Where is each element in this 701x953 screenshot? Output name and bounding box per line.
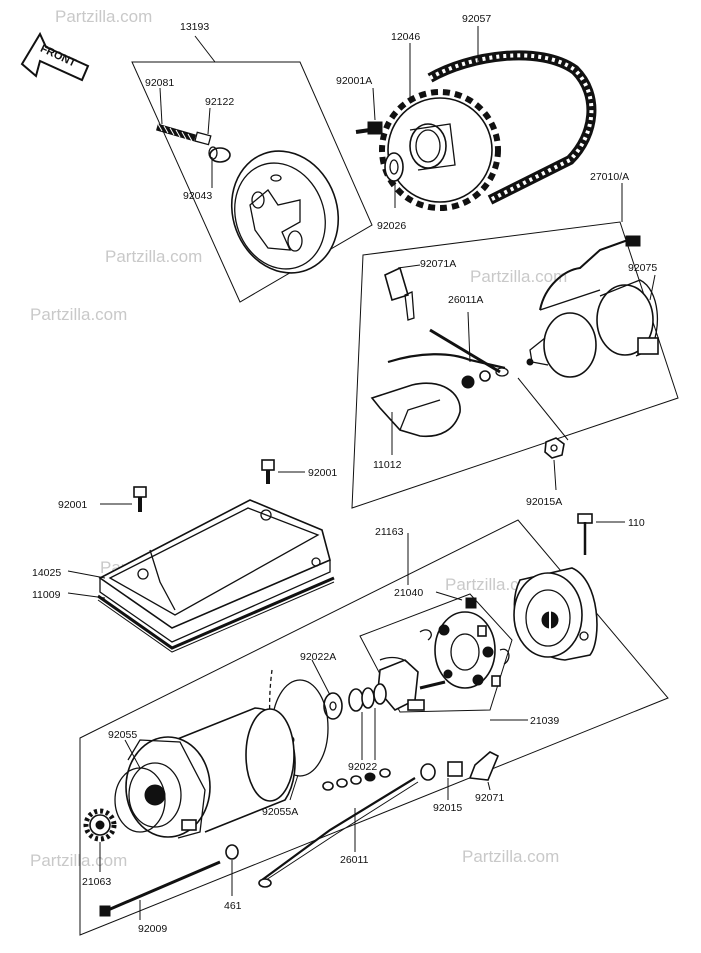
cover-14025: [98, 499, 331, 643]
brush-plate: [419, 597, 510, 689]
label-11012: 11012: [373, 459, 402, 471]
front-arrow-icon: FRONT: [20, 31, 90, 82]
label-92015: 92015: [433, 802, 462, 814]
pinion-gear-21063: [83, 808, 117, 842]
boot-11012: [370, 382, 461, 438]
starter-relay-solenoid: [529, 235, 641, 378]
bolt-92001-left: [100, 486, 147, 512]
relay-panel: [351, 183, 679, 509]
label-26011A: 26011A: [448, 294, 483, 306]
motor-yoke: [125, 707, 296, 839]
label-92081: 92081: [145, 77, 174, 89]
label-21163: 21163: [375, 526, 404, 538]
label-21063: 21063: [82, 876, 111, 888]
watermark-left-2: Partzilla.com: [105, 247, 202, 266]
watermark-bottom-right: Partzilla.com: [462, 847, 559, 866]
label-92022: 92022: [348, 761, 377, 773]
label-92055: 92055: [108, 729, 137, 741]
label-92122: 92122: [205, 96, 234, 108]
label-12046: 12046: [391, 31, 420, 43]
label-110: 110: [628, 517, 645, 529]
watermark-upper-right: Partzilla.com: [470, 267, 567, 286]
label-92057: 92057: [462, 13, 491, 25]
label-92015A: 92015A: [526, 496, 562, 508]
lead-26011: [258, 777, 419, 888]
label-14025: 14025: [32, 567, 61, 579]
rotor-panel: [131, 35, 373, 303]
label-26011: 26011: [340, 854, 369, 866]
bolt-110: [577, 513, 625, 555]
watermark-left-3: Partzilla.com: [30, 851, 127, 870]
label-92071A: 92071A: [420, 258, 456, 270]
watermark-top: Partzilla.com: [55, 7, 152, 26]
bracket-92071A: [384, 266, 415, 321]
long-bolt-92009: [99, 860, 221, 917]
sprocket-chain-assembly: [355, 26, 597, 211]
bolt-92001-upper: [261, 459, 305, 484]
bolt-92001A: [355, 121, 383, 135]
nut-92015A: [544, 437, 565, 459]
sprocket-12046: [379, 89, 501, 211]
label-92026: 92026: [377, 220, 406, 232]
rotor-disc: [230, 150, 340, 274]
spring-92081: [156, 123, 196, 142]
label-11009: 11009: [32, 589, 61, 601]
relay-cover-92075: [596, 279, 659, 357]
label-92043: 92043: [183, 190, 212, 202]
label-92022A: 92022A: [300, 651, 336, 663]
label-92001A: 92001A: [336, 75, 372, 87]
label-92055A: 92055A: [262, 806, 298, 818]
label-13193: 13193: [180, 21, 209, 33]
label-461: 461: [224, 900, 242, 912]
label-92001-upper: 92001: [308, 467, 337, 479]
label-92009: 92009: [138, 923, 167, 935]
end-cover-right: [513, 567, 598, 661]
label-21040: 21040: [394, 587, 423, 599]
part-labels: 13193 92081 92122 92043 12046 92057 9200…: [32, 13, 657, 935]
washer-461: [225, 844, 239, 896]
gasket-11009: [97, 576, 335, 653]
starter-motor-panel: [79, 513, 669, 936]
label-92075: 92075: [628, 262, 657, 274]
label-21039: 21039: [530, 715, 559, 727]
label-92071: 92071: [475, 792, 504, 804]
label-92001-left: 92001: [58, 499, 87, 511]
terminal-bolt: [377, 656, 446, 711]
label-27010A: 27010/A: [590, 171, 629, 183]
watermark-left-1: Partzilla.com: [30, 305, 127, 324]
